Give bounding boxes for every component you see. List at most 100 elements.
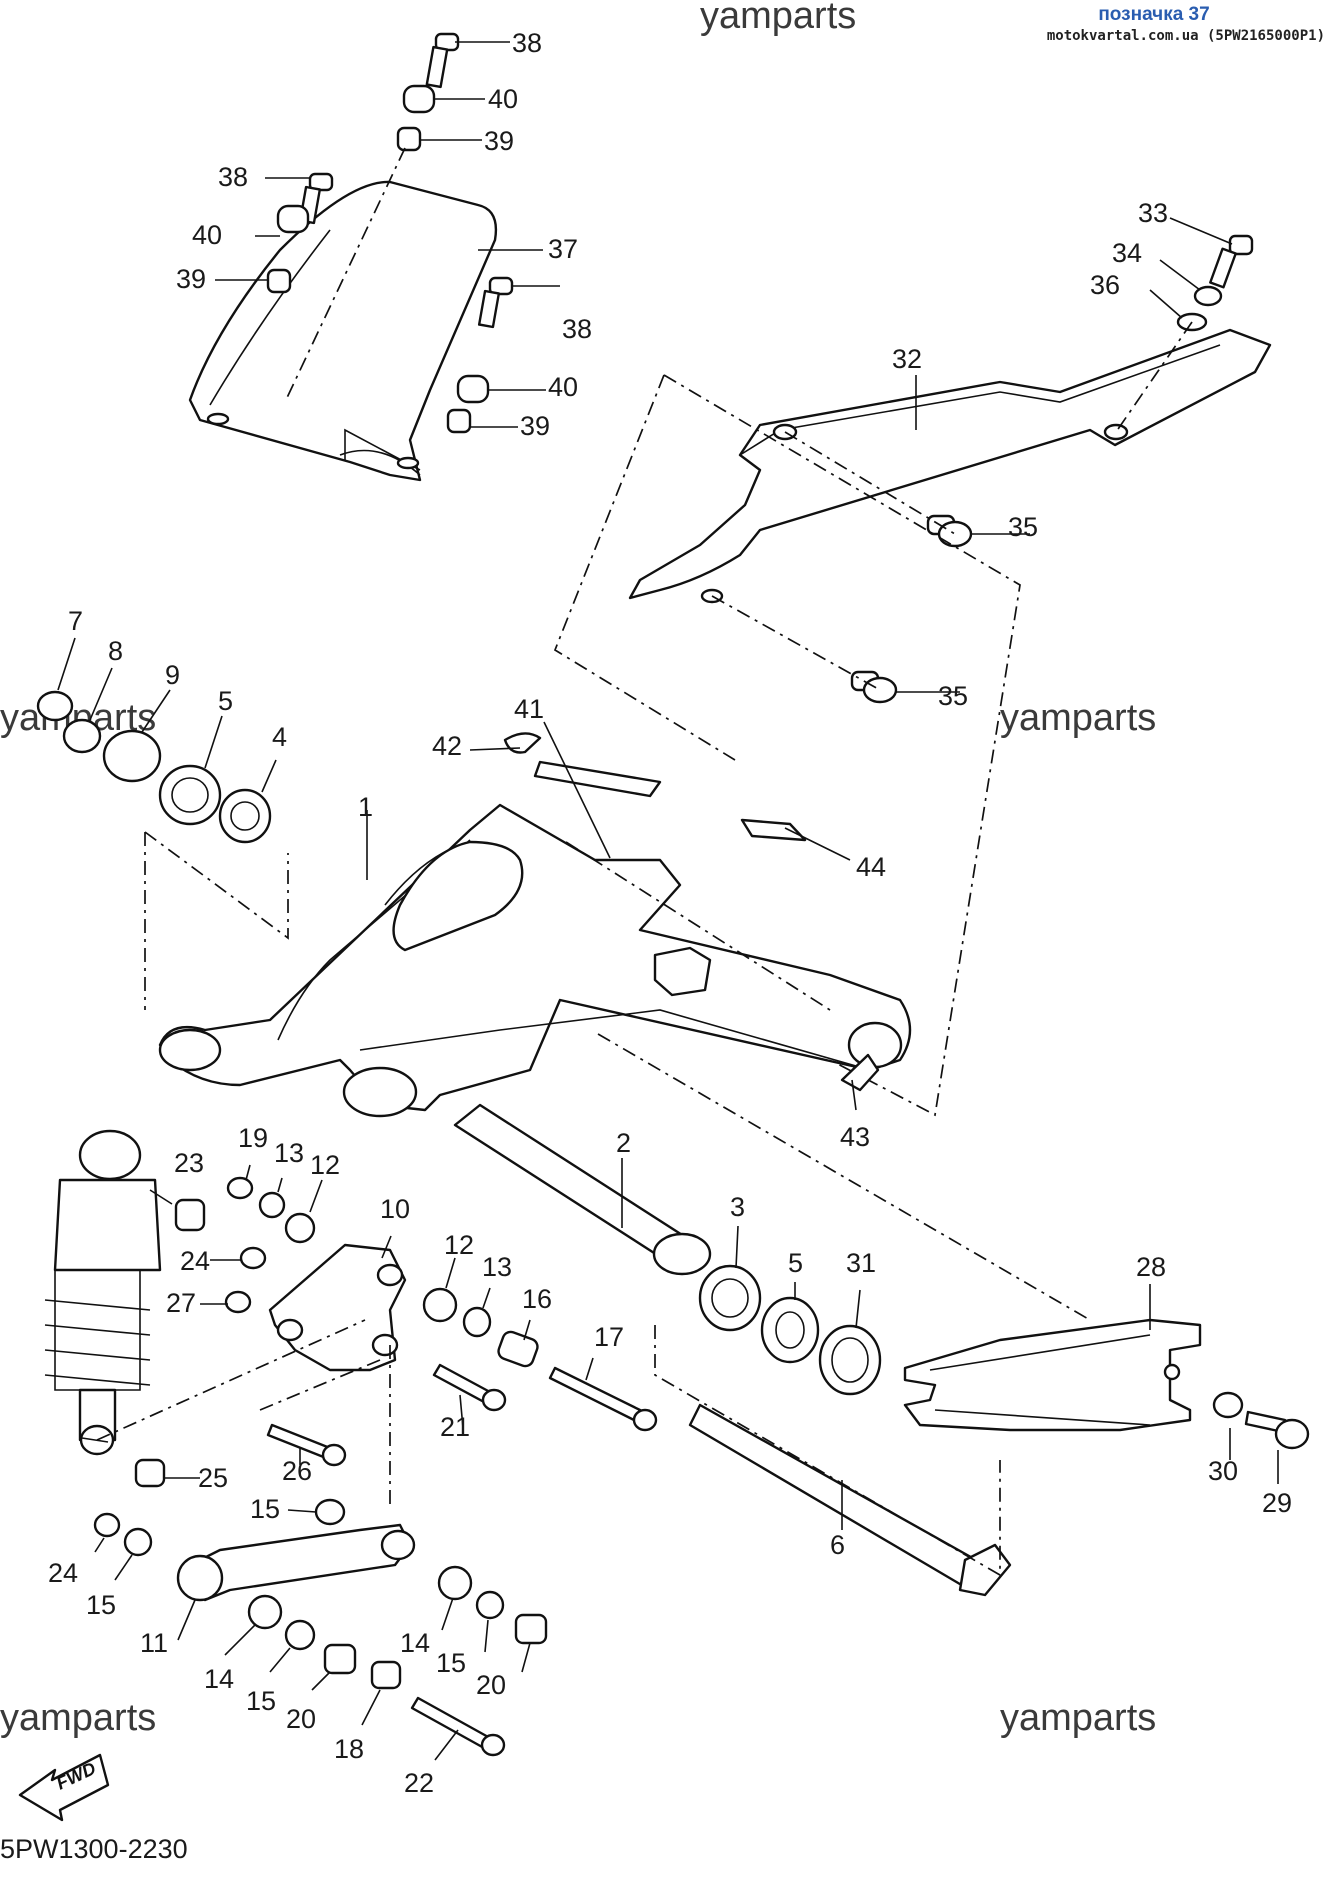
bolt-22 [410, 1696, 506, 1757]
nut-7 [36, 690, 74, 722]
callout-40: 40 [192, 220, 222, 250]
bearing-5-left [158, 764, 222, 826]
callout-8: 8 [108, 636, 123, 666]
plate-43 [840, 1053, 880, 1092]
nut-24-top [239, 1246, 267, 1270]
callout-3: 3 [730, 1192, 745, 1222]
callout-17: 17 [594, 1322, 624, 1352]
callout-7: 7 [68, 606, 83, 636]
callout-2: 2 [616, 1128, 631, 1158]
header-tag: позначка 37 [1098, 4, 1210, 25]
callout-30: 30 [1208, 1456, 1238, 1486]
collar-9 [102, 729, 162, 783]
fender-collar-right-39 [446, 408, 472, 434]
callout-40: 40 [488, 84, 518, 114]
callout-34: 34 [1112, 238, 1142, 268]
callout-15: 15 [436, 1648, 466, 1678]
bearing-12-mid [422, 1287, 458, 1323]
callout-18: 18 [334, 1734, 364, 1764]
chain-guard-32 [628, 328, 1272, 604]
callout-43: 43 [840, 1122, 870, 1152]
bolt-21 [432, 1363, 507, 1412]
fender-bolt-top-38 [425, 32, 460, 89]
fender-collar-top-39 [396, 126, 422, 152]
washer-15-right [475, 1590, 505, 1620]
chain-guard-collar-34 [1193, 285, 1223, 307]
rear-fender-37 [188, 180, 498, 482]
collar-25 [134, 1458, 166, 1488]
callout-14: 14 [400, 1628, 430, 1658]
bearing-12-top [284, 1212, 316, 1244]
callout-4: 4 [272, 722, 287, 752]
fender-damper-right-40 [456, 374, 490, 404]
callout-39: 39 [484, 126, 514, 156]
diagram-code: 5PW1300-2230 [0, 1834, 188, 1864]
callout-31: 31 [846, 1248, 876, 1278]
callout-39: 39 [520, 411, 550, 441]
washer-30 [1212, 1391, 1244, 1419]
callout-12: 12 [444, 1230, 474, 1260]
fender-damper-left-40 [276, 204, 310, 234]
callout-15: 15 [250, 1494, 280, 1524]
fender-collar-left-39 [266, 268, 292, 294]
callout-42: 42 [432, 731, 462, 761]
callout-38: 38 [562, 314, 592, 344]
washer-15-bottom [284, 1619, 316, 1651]
callout-44: 44 [856, 852, 886, 882]
callout-23: 23 [174, 1148, 204, 1178]
bearing-14-left [247, 1594, 283, 1630]
callout-28: 28 [1136, 1252, 1166, 1282]
swingarm-1 [158, 803, 912, 1118]
clip-42 [503, 732, 542, 754]
pivot-shaft-6 [688, 1403, 1012, 1597]
swingarm-bracket-41 [533, 760, 662, 798]
rear-shock-23 [44, 1129, 162, 1456]
fender-damper-top-40 [402, 84, 436, 114]
callout-38: 38 [218, 162, 248, 192]
guide-44 [740, 818, 807, 842]
callout-38: 38 [512, 28, 542, 58]
collar-23 [174, 1198, 206, 1232]
watermark: yamparts [1000, 697, 1156, 739]
callout-37: 37 [548, 234, 578, 264]
callout-24: 24 [48, 1558, 78, 1588]
callout-5: 5 [218, 686, 233, 716]
watermark: yamparts [700, 0, 856, 37]
washer-15-left [123, 1527, 153, 1557]
callout-29: 29 [1262, 1488, 1292, 1518]
callout-11: 11 [140, 1628, 168, 1658]
nut-19 [226, 1176, 254, 1200]
chain-guard-bolt-lower-35 [850, 670, 898, 704]
callout-20: 20 [286, 1704, 316, 1734]
washer-8 [62, 718, 102, 754]
connecting-rod-11 [176, 1523, 416, 1602]
callout-15: 15 [86, 1590, 116, 1620]
bearing-4 [218, 788, 272, 844]
leader-lines [57, 41, 1279, 1761]
washer-13-mid [462, 1306, 492, 1338]
washer-13-top [258, 1191, 286, 1219]
collar-20-left [323, 1643, 357, 1675]
nut-24-bottom [93, 1512, 121, 1538]
header-source: motokvartal.com.ua (5PW2165000P1) [1046, 28, 1325, 44]
callout-35: 35 [938, 681, 968, 711]
callout-labels: 38 40 39 38 40 39 37 38 40 39 33 34 36 3… [48, 28, 1292, 1798]
callout-21: 21 [440, 1412, 470, 1442]
relay-arm-10 [268, 1243, 407, 1372]
callout-26: 26 [282, 1456, 312, 1486]
fender-bolt-right-38 [477, 276, 514, 329]
chain-puller-28 [903, 1318, 1202, 1432]
callout-1: 1 [358, 792, 373, 822]
washer-15-top [314, 1498, 346, 1526]
callout-6: 6 [830, 1530, 845, 1560]
callout-5: 5 [788, 1248, 803, 1278]
bearing-5-right [760, 1296, 820, 1364]
forward-arrow-icon: FWD [18, 1753, 110, 1822]
watermark: yamparts [0, 1697, 156, 1739]
bearing-14-right [437, 1565, 473, 1601]
callout-13: 13 [274, 1138, 304, 1168]
callout-32: 32 [892, 344, 922, 374]
pivot-collar-2 [453, 1103, 712, 1276]
callout-13: 13 [482, 1252, 512, 1282]
callout-25: 25 [198, 1463, 228, 1493]
